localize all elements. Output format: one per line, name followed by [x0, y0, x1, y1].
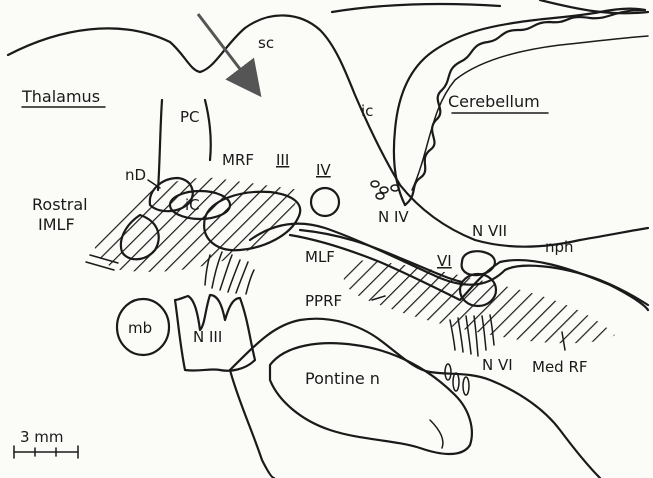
niv-fibers	[371, 181, 399, 199]
label-pontine: Pontine n	[305, 369, 380, 388]
trochlear-nucleus	[311, 188, 339, 216]
label-pprf: PPRF	[305, 292, 342, 310]
label-pc: PC	[180, 108, 200, 126]
label-sc: sc	[258, 34, 274, 52]
label-iii: III	[276, 151, 289, 169]
label-niv: N IV	[378, 208, 409, 226]
dorsal-contour	[8, 15, 648, 246]
label-imlf: IMLF	[38, 215, 75, 234]
label-niii: N III	[193, 328, 222, 346]
label-vi: VI	[437, 252, 452, 270]
pons-ventral-contour	[230, 319, 600, 478]
pontine-inner	[430, 420, 443, 448]
label-mb: mb	[128, 319, 152, 337]
pc-line-right	[205, 100, 211, 160]
label-nph: nph	[545, 238, 574, 256]
nvii-genu	[462, 251, 495, 275]
label-nvi: N VI	[482, 356, 513, 374]
label-scale: 3 mm	[20, 428, 64, 446]
label-nvii: N VII	[472, 222, 507, 240]
pc-line-left	[158, 100, 162, 190]
label-iv: IV	[316, 161, 331, 179]
label-mlf: MLF	[305, 248, 335, 266]
pons-lower-contour	[230, 370, 274, 478]
label-cerebellum: Cerebellum	[448, 92, 540, 111]
top-arc	[332, 4, 500, 12]
label-ic-nucleus: iC	[185, 196, 200, 214]
scale-bar	[14, 446, 78, 458]
label-nd: nD	[125, 166, 146, 184]
label-rostral: Rostral	[32, 195, 88, 214]
label-ic: ic	[361, 102, 373, 120]
label-mrf: MRF	[222, 151, 254, 169]
label-medrf: Med RF	[532, 358, 588, 376]
label-thalamus: Thalamus	[21, 87, 100, 106]
